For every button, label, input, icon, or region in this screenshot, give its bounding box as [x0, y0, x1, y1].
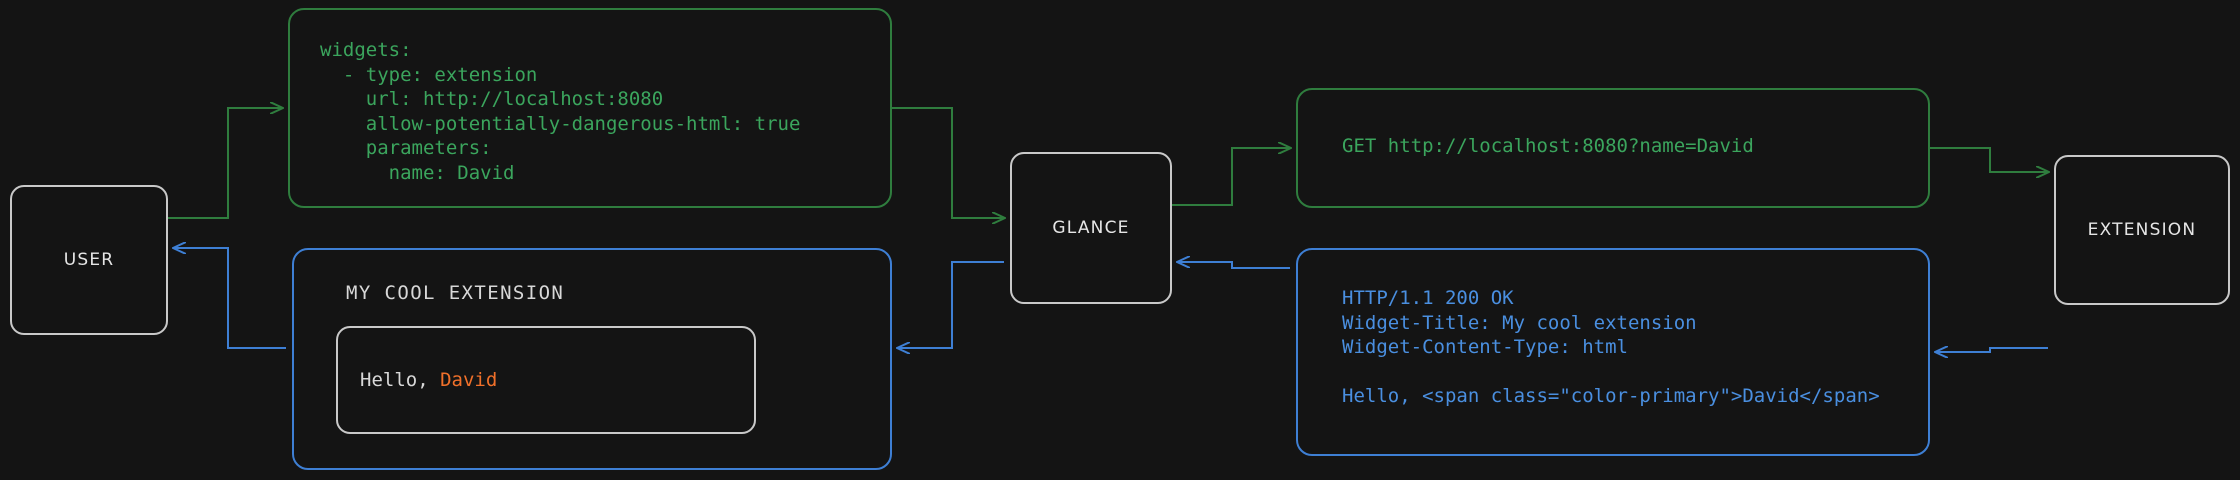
panel-http-request: GET http://localhost:8080?name=David	[1296, 88, 1930, 208]
wire-extension-to-response	[1936, 348, 2048, 352]
panel-http-response: HTTP/1.1 200 OK Widget-Title: My cool ex…	[1296, 248, 1930, 456]
node-user[interactable]: USER	[10, 185, 168, 335]
rendered-widget-title: MY COOL EXTENSION	[346, 282, 565, 304]
node-glance-label: GLANCE	[1052, 218, 1130, 238]
node-extension-label: EXTENSION	[2087, 220, 2197, 240]
wire-config-to-glance	[892, 107, 1004, 218]
wire-glance-to-request	[1172, 148, 1290, 206]
wire-response-to-glance	[1178, 262, 1290, 269]
wire-widget-to-user	[174, 248, 286, 349]
node-extension[interactable]: EXTENSION	[2054, 155, 2230, 305]
rendered-widget-greeting: Hello, David	[360, 369, 497, 391]
http-request-text: GET http://localhost:8080?name=David	[1342, 135, 1754, 157]
wire-glance-to-widget	[898, 261, 1004, 348]
wire-user-to-config	[168, 108, 282, 219]
panel-rendered-widget: MY COOL EXTENSION Hello, David	[292, 248, 892, 470]
wire-request-to-extension	[1930, 147, 2048, 172]
node-glance[interactable]: GLANCE	[1010, 152, 1172, 304]
panel-yaml-config: widgets: - type: extension url: http://l…	[288, 8, 892, 208]
yaml-config-text: widgets: - type: extension url: http://l…	[320, 39, 801, 184]
rendered-widget-card: Hello, David	[336, 326, 756, 434]
http-response-text: HTTP/1.1 200 OK Widget-Title: My cool ex…	[1342, 287, 1880, 407]
node-user-label: USER	[63, 250, 115, 270]
greeting-name: David	[440, 369, 498, 391]
greeting-prefix: Hello,	[360, 369, 441, 391]
